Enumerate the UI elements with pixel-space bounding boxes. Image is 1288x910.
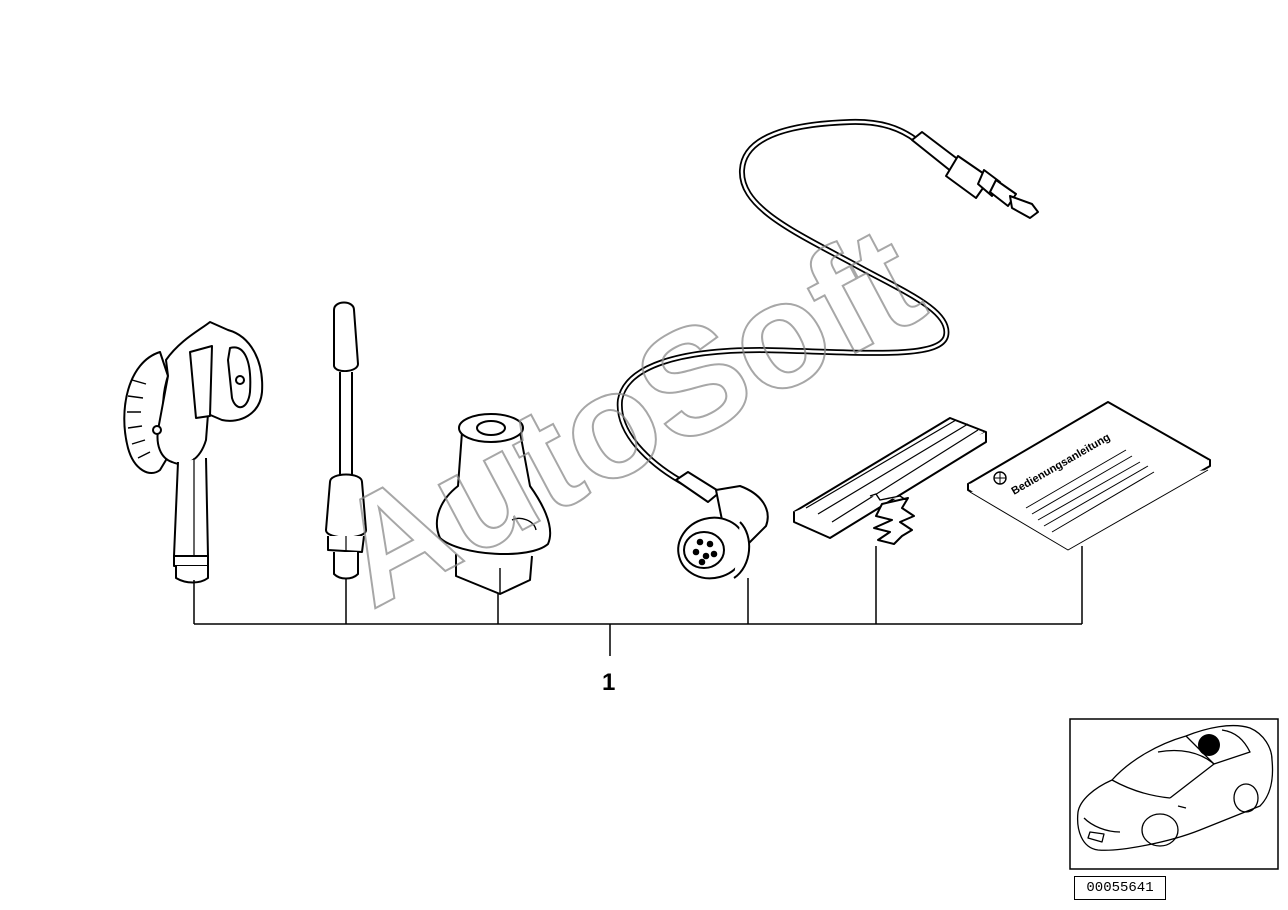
reference-code: 00055641 <box>1074 876 1166 900</box>
locator-dot <box>1198 734 1220 756</box>
manual-icon: Bedienungsanleitung <box>967 401 1211 551</box>
antenna-wrench-icon <box>123 321 264 584</box>
watermark: AutoSoft <box>308 193 946 639</box>
callout-number: 1 <box>602 669 615 696</box>
cable-clip-icon <box>793 417 987 545</box>
car-icon <box>1076 724 1274 851</box>
antenna-base-icon <box>435 413 552 595</box>
locator-thumbnail <box>1069 718 1279 870</box>
cable-connector-icon <box>616 118 1039 580</box>
